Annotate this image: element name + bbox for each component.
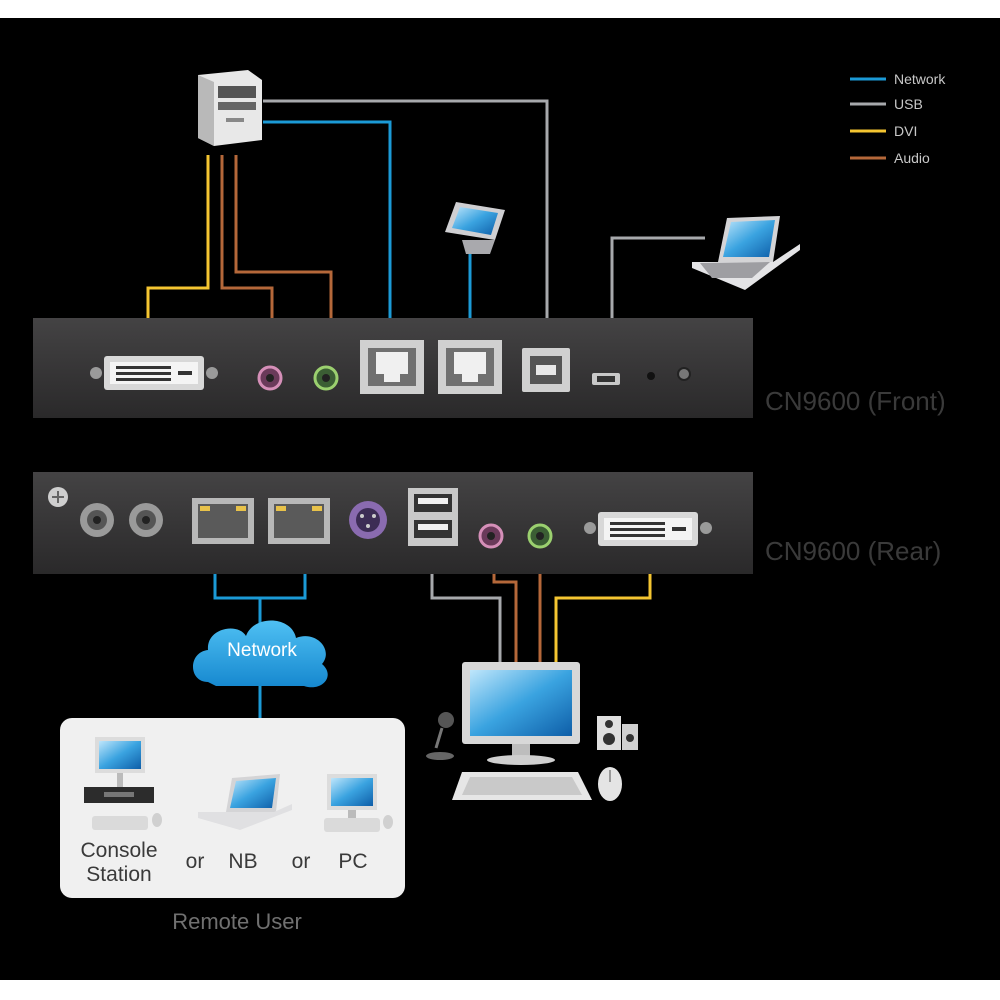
console-station-label-1: Console bbox=[80, 839, 157, 862]
ethernet-port-front-1 bbox=[360, 340, 424, 394]
speakers-icon bbox=[597, 716, 638, 750]
ethernet-port-rear-2 bbox=[268, 498, 330, 544]
reset-button-icon bbox=[677, 367, 691, 381]
speaker-jack-rear bbox=[527, 523, 553, 549]
network-cloud-icon bbox=[193, 620, 328, 688]
usb-b-port-front bbox=[522, 348, 570, 392]
pc-tower-icon bbox=[198, 70, 262, 146]
rear-panel-label: CN9600 (Rear) bbox=[765, 536, 941, 566]
legend-usb-label: USB bbox=[894, 96, 923, 112]
audio-cable-mic bbox=[220, 155, 274, 330]
or-label-2: or bbox=[292, 850, 311, 873]
mouse-icon bbox=[598, 767, 622, 801]
mini-usb-port-front bbox=[592, 373, 620, 385]
console-station-icon bbox=[84, 737, 162, 830]
legend-dvi-label: DVI bbox=[894, 123, 917, 139]
mic-jack-rear bbox=[478, 523, 504, 549]
usb-cable-laptop bbox=[610, 236, 705, 340]
ethernet-port-rear-1 bbox=[192, 498, 254, 544]
or-label-1: or bbox=[186, 850, 205, 873]
pc-label: PC bbox=[338, 850, 367, 873]
dvi-port-front bbox=[90, 356, 218, 390]
network-cloud-label: Network bbox=[227, 640, 297, 661]
legend: Network USB DVI Audio bbox=[850, 71, 946, 166]
mic-jack-front bbox=[257, 365, 283, 391]
legend-network-label: Network bbox=[894, 71, 946, 87]
network-cable-pc bbox=[263, 120, 392, 322]
front-cables bbox=[146, 99, 705, 340]
laptop-icon bbox=[692, 216, 800, 290]
notebook-icon bbox=[198, 774, 292, 830]
keyboard-icon bbox=[452, 772, 592, 800]
power-jack-2 bbox=[129, 503, 163, 537]
touch-panel-icon bbox=[445, 202, 505, 254]
usb-a-ports-rear bbox=[408, 488, 458, 546]
front-panel-label: CN9600 (Front) bbox=[765, 386, 946, 416]
ground-screw-icon bbox=[48, 487, 68, 507]
dvi-cable-front bbox=[146, 155, 210, 330]
power-jack-1 bbox=[80, 503, 114, 537]
ps2-port-rear bbox=[349, 501, 387, 539]
ethernet-port-front-2 bbox=[438, 340, 502, 394]
usb-cable-pc bbox=[263, 99, 549, 338]
led-indicator bbox=[647, 372, 655, 380]
nb-label: NB bbox=[228, 850, 257, 873]
microphone-icon bbox=[426, 712, 454, 760]
dvi-cable-rear bbox=[554, 558, 652, 665]
remote-user-title: Remote User bbox=[172, 909, 302, 934]
pc-icon bbox=[324, 774, 393, 832]
front-panel bbox=[33, 318, 753, 418]
dvi-port-rear bbox=[584, 512, 712, 546]
console-station-label-2: Station bbox=[86, 863, 151, 886]
legend-audio-label: Audio bbox=[894, 150, 930, 166]
audio-cable-speaker bbox=[234, 155, 333, 330]
rear-panel bbox=[33, 472, 753, 574]
local-monitor-icon bbox=[462, 662, 580, 765]
usb-cable-rear bbox=[430, 558, 502, 665]
speaker-jack-front bbox=[313, 365, 339, 391]
